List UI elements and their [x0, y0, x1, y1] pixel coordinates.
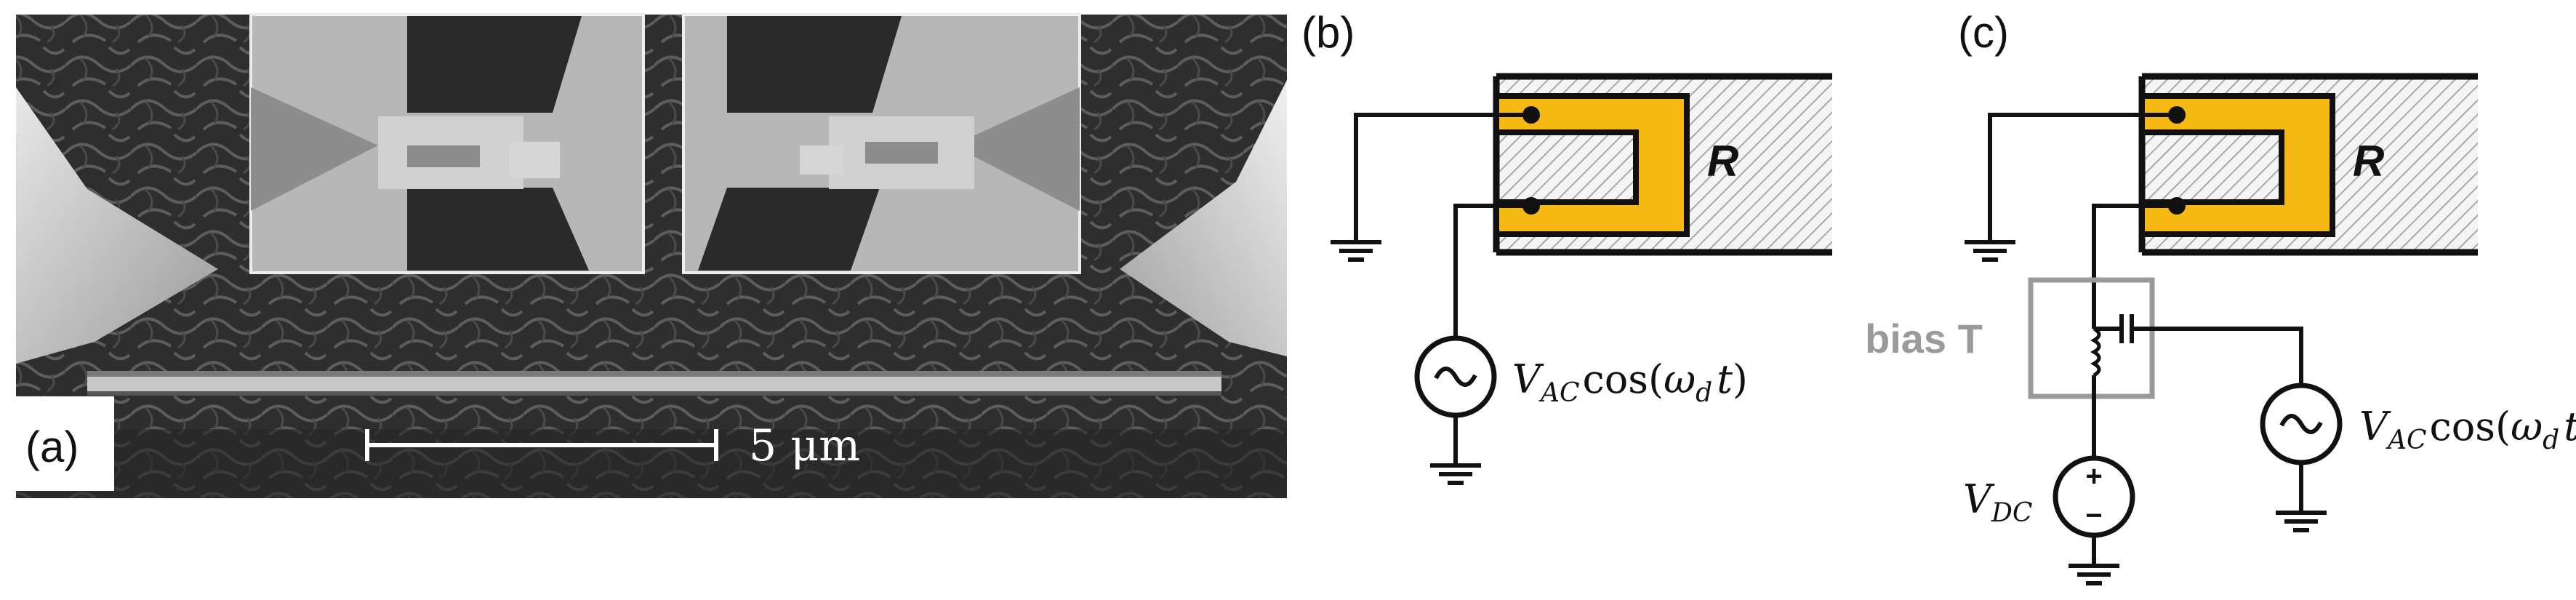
panel-a: (a) 5 μm [16, 13, 1287, 498]
dc-source-minus: − [2085, 500, 2102, 532]
ground-symbol-b2 [1430, 463, 1481, 485]
panel-b-label: (b) [1301, 8, 1355, 57]
ac-source-icon-c [2279, 414, 2323, 434]
panel-a-label: (a) [25, 423, 79, 471]
bias-tee-label: bias T [1865, 316, 1983, 361]
inductor-symbol [2090, 327, 2101, 377]
label-a-background [16, 396, 114, 491]
ac-source-label-c: VACcos(ωdt) [2359, 404, 2576, 455]
resistor-pad-c [2139, 93, 2335, 237]
right-electrode [1120, 80, 1287, 356]
ground-symbol-c1 [1965, 240, 2015, 262]
bias-tee-box [2028, 277, 2155, 399]
scale-bar-label: 5 μm [749, 420, 860, 471]
ground-symbol-c2 [2069, 564, 2119, 585]
scale-bar [365, 429, 718, 461]
nanobeam [87, 377, 1221, 391]
panel-c-label: (c) [1958, 8, 2009, 57]
dc-source-plus: + [2085, 460, 2102, 492]
wire-signal-c [2092, 204, 2177, 329]
panel-c: (c) R bias T [1865, 8, 2576, 585]
wire-ac-c [2132, 327, 2303, 385]
wire-ground-c [1988, 113, 2177, 242]
sem-background [16, 15, 1287, 498]
resistor-pad-b [1493, 93, 1690, 237]
resistor-label-c: R [2353, 137, 2384, 185]
wire-source-b [1453, 204, 1531, 338]
ac-source-icon-b [1434, 367, 1477, 387]
left-electrode [16, 87, 218, 364]
wire-ground-b [1354, 113, 1531, 242]
inset-left [249, 13, 645, 274]
ground-symbol-c3 [2276, 511, 2327, 532]
inset-right [682, 13, 1081, 274]
dc-source-label: VDC [1963, 476, 2032, 528]
resistor-label-b: R [1707, 137, 1738, 185]
ground-symbol-b1 [1331, 240, 1381, 262]
